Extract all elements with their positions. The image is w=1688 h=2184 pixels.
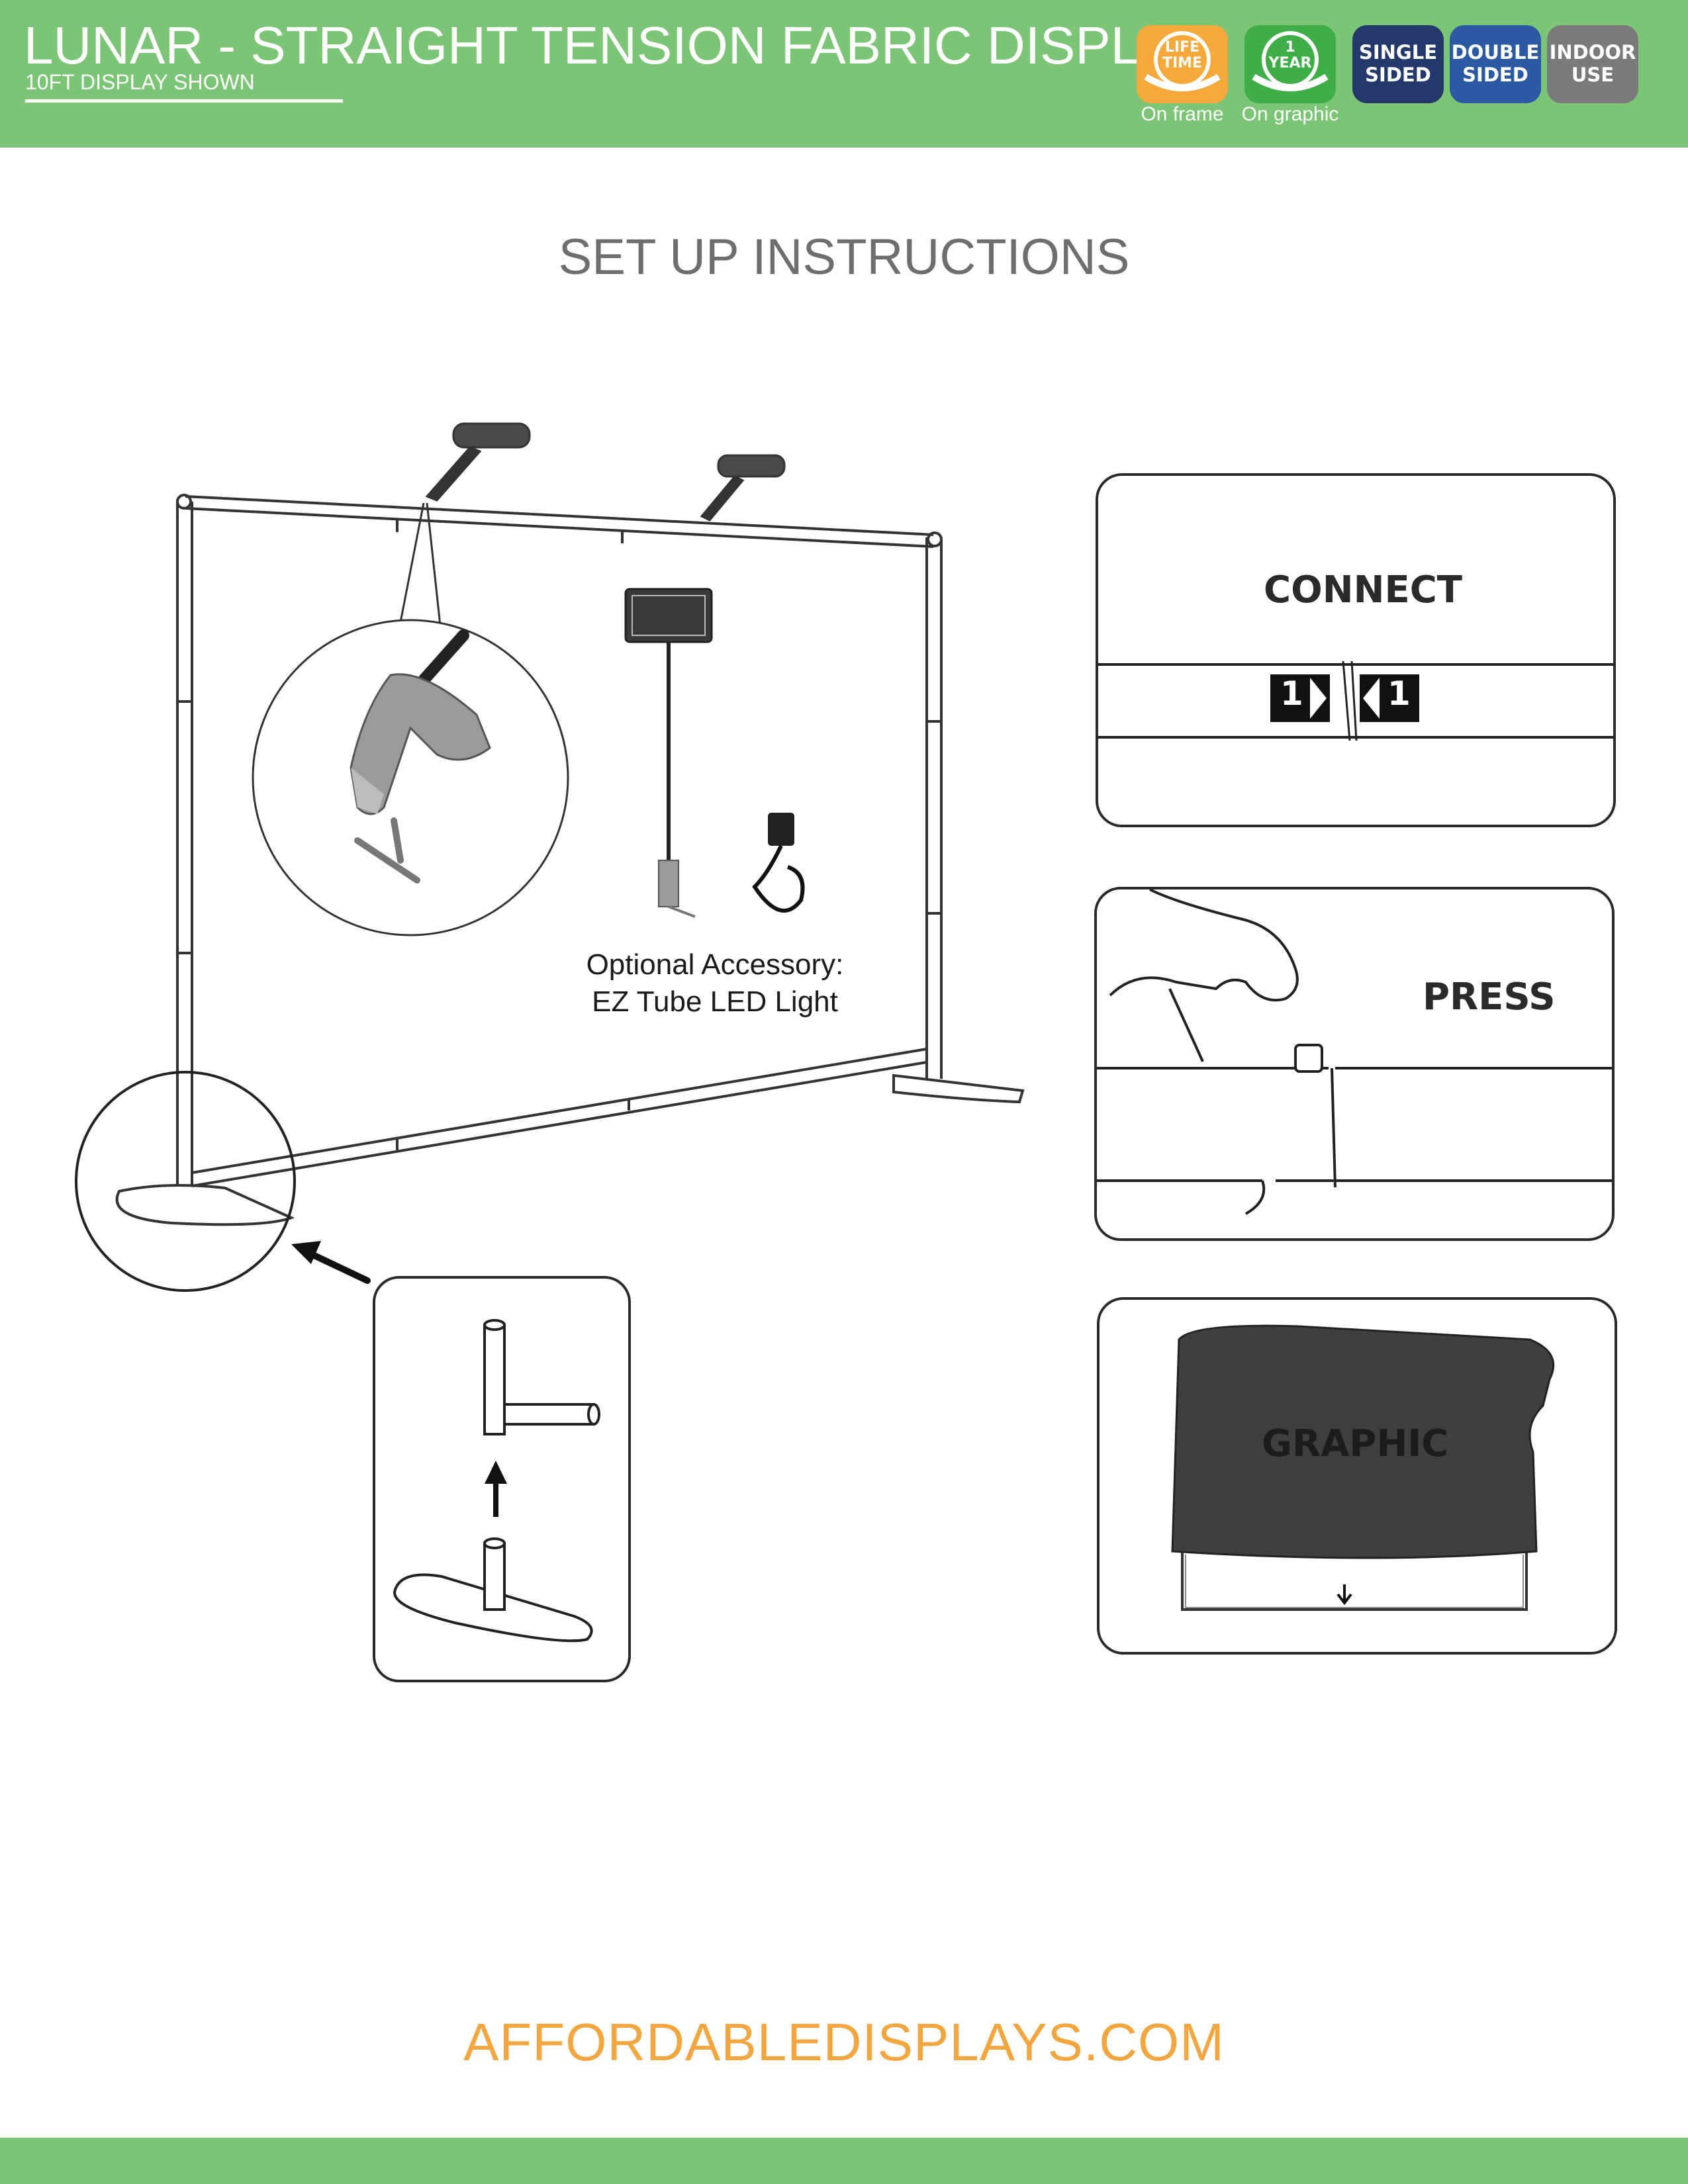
graphic-label: GRAPHIC xyxy=(1262,1422,1449,1465)
led-light-icon xyxy=(624,588,713,918)
power-adapter-icon xyxy=(752,813,805,913)
frame-illustration xyxy=(75,422,1025,1292)
optional-accessory-caption: Optional Accessory: EZ Tube LED Light xyxy=(543,946,887,1021)
connect-label: CONNECT xyxy=(1264,569,1462,612)
foot-assembly-icon xyxy=(393,1319,600,1643)
press-button-icon xyxy=(1097,889,1612,1215)
ribbon-icon xyxy=(1144,31,1221,91)
accessory-line-2: EZ Tube LED Light xyxy=(592,985,838,1018)
double-sided-badge-text: DOUBLE SIDED xyxy=(1451,41,1540,86)
ribbon-icon xyxy=(1252,31,1329,91)
graphic-panel: GRAPHIC xyxy=(1097,1297,1617,1655)
website-url: AFFORDABLEDISPLAYS.COM xyxy=(463,2013,1225,2071)
foot-assembly-panel xyxy=(373,1276,631,1682)
top-bar xyxy=(185,495,934,536)
one-year-warranty-badge: 1 YEAR xyxy=(1244,25,1336,103)
display-size-subtitle: 10FT DISPLAY SHOWN xyxy=(25,70,255,94)
fabric-graphic-icon xyxy=(1171,1324,1555,1611)
page-heading: SET UP INSTRUCTIONS xyxy=(558,229,1130,285)
footer-bar xyxy=(0,2138,1688,2184)
connect-panel: CONNECT 1 1 xyxy=(1096,473,1616,827)
connect-marker-right: 1 xyxy=(1387,674,1411,713)
double-sided-badge: DOUBLE SIDED xyxy=(1450,25,1541,103)
product-title: LUNAR - STRAIGHT TENSION FABRIC DISPLAY xyxy=(24,16,1207,75)
one-year-badge-text: 1 YEAR xyxy=(1268,39,1312,71)
press-label: PRESS xyxy=(1423,976,1556,1019)
indoor-use-badge: INDOOR USE xyxy=(1547,25,1638,103)
accessory-line-1: Optional Accessory: xyxy=(586,948,844,981)
single-sided-badge-text: SINGLE SIDED xyxy=(1358,41,1438,86)
lifetime-badge-text: LIFE TIME xyxy=(1162,39,1203,71)
press-panel: PRESS xyxy=(1094,887,1615,1241)
clamp-icon xyxy=(350,629,491,884)
lifetime-warranty-badge: LIFE TIME xyxy=(1137,25,1228,103)
foot-detail-circle xyxy=(75,1071,296,1292)
subtitle-underline xyxy=(25,99,343,103)
arrow-icon xyxy=(301,1248,371,1284)
header-bar: LUNAR - STRAIGHT TENSION FABRIC DISPLAY … xyxy=(0,0,1688,148)
indoor-use-badge-text: INDOOR USE xyxy=(1549,41,1636,86)
clamp-detail-circle xyxy=(252,619,569,936)
on-frame-caption: On frame xyxy=(1141,103,1224,125)
connect-marker-left: 1 xyxy=(1280,674,1303,713)
on-graphic-caption: On graphic xyxy=(1241,103,1339,125)
connector-strip-icon xyxy=(1098,660,1613,741)
single-sided-badge: SINGLE SIDED xyxy=(1352,25,1444,103)
